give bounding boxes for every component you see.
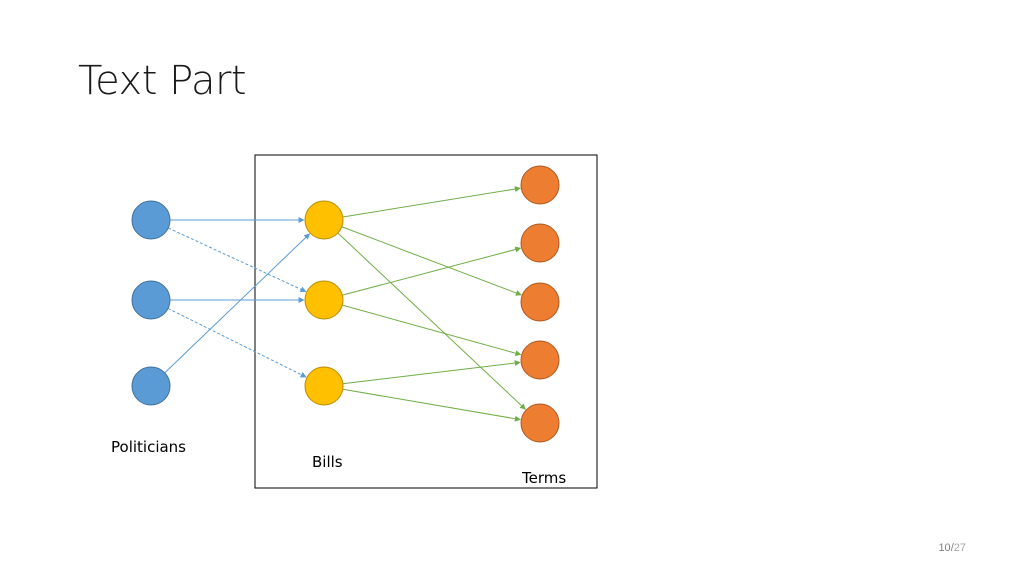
politician-node-p3: [131, 366, 171, 406]
term-node-t3: [520, 282, 560, 322]
slide-title: Text Part: [78, 58, 247, 104]
nodes-layer: [131, 165, 560, 443]
edges-layer: [164, 186, 526, 422]
term-node-t2: [520, 223, 560, 263]
edge-p3-b1: [164, 233, 311, 374]
edge-b1-t1: [342, 186, 521, 218]
edge-b2-t4: [342, 304, 522, 357]
edge-b3-t5: [342, 388, 521, 422]
bill-node-b2: [304, 280, 344, 320]
politicians-label: Politicians: [111, 438, 186, 456]
bills-terms-box: [254, 154, 598, 489]
edge-p2-b3: [167, 308, 307, 378]
page-separator: /: [950, 542, 954, 554]
politician-node-p2: [131, 280, 171, 320]
term-node-t1: [520, 165, 560, 205]
page-total: 27: [953, 542, 966, 554]
edge-b1-t5: [337, 232, 526, 410]
bill-node-b3: [304, 366, 344, 406]
edge-b2-t2: [342, 246, 522, 296]
term-node-t5: [520, 403, 560, 443]
page-number: 10/27: [938, 542, 966, 554]
edge-p1-b2: [168, 227, 307, 293]
politician-node-p1: [131, 200, 171, 240]
bill-node-b1: [304, 200, 344, 240]
page-current: 10: [938, 542, 951, 554]
bills-label: Bills: [312, 453, 343, 471]
term-node-t4: [520, 340, 560, 380]
edge-b3-t4: [342, 360, 521, 385]
terms-label: Terms: [521, 469, 566, 487]
edge-b1-t3: [341, 226, 522, 296]
